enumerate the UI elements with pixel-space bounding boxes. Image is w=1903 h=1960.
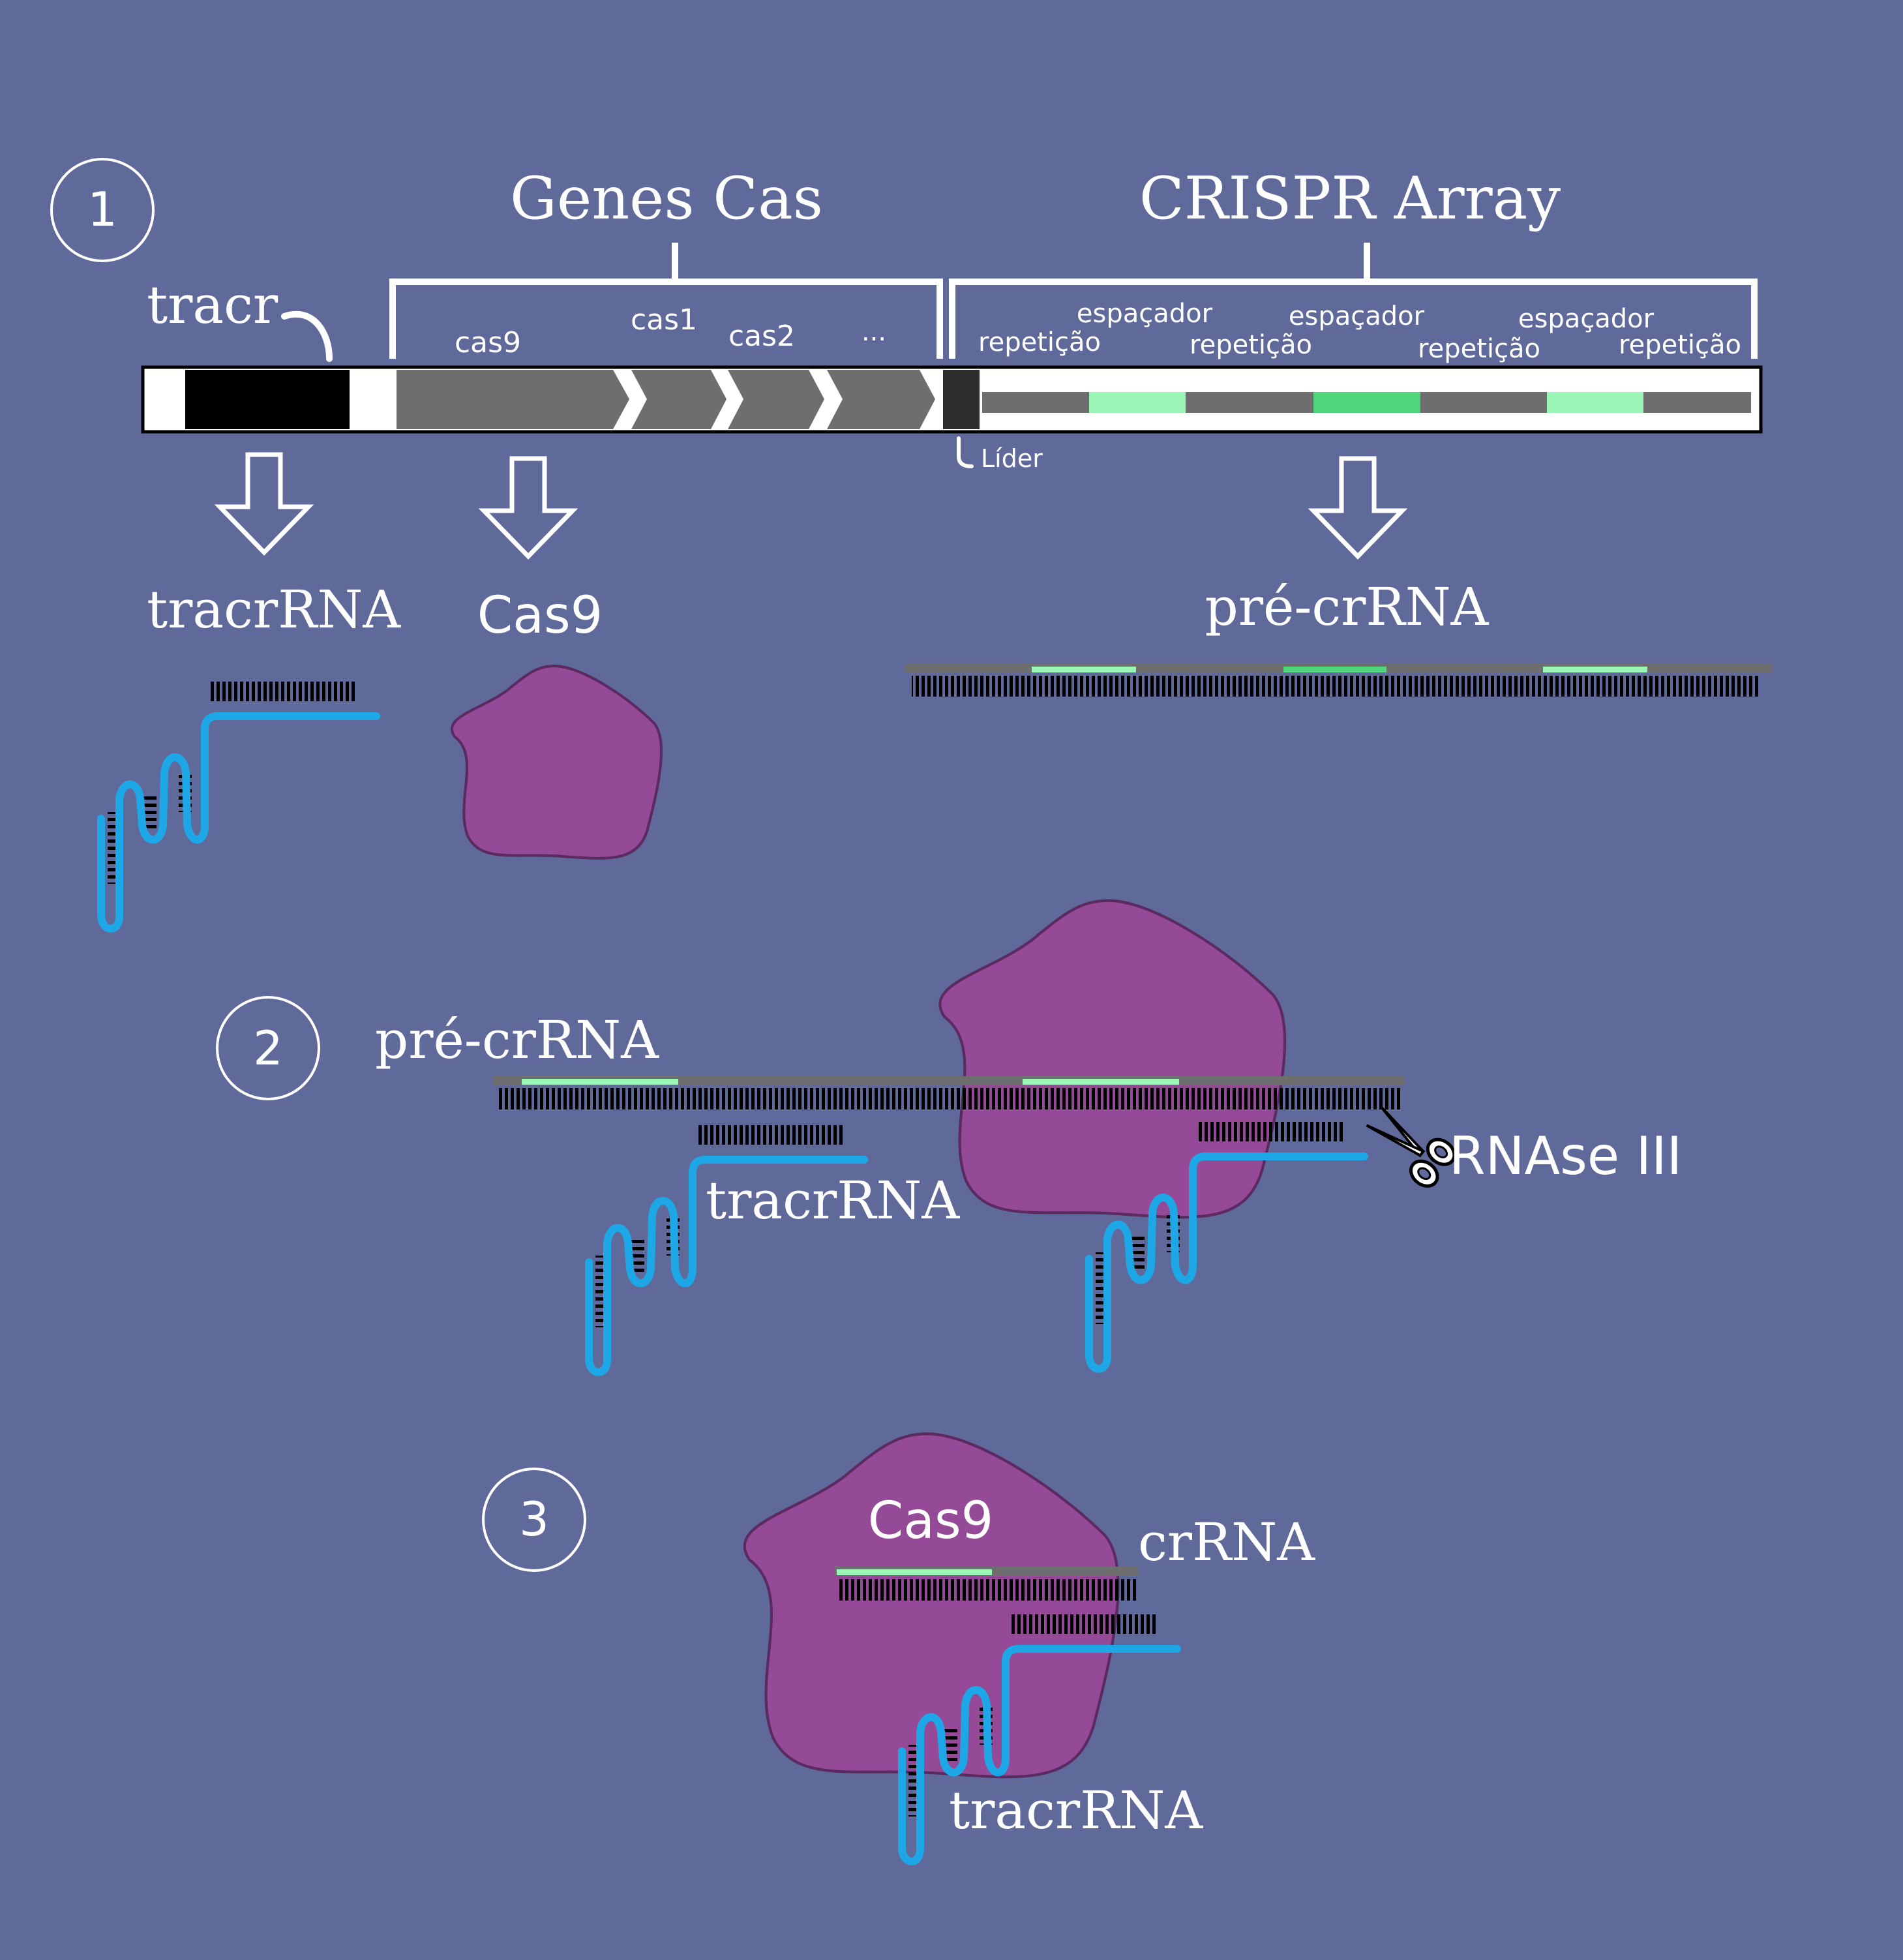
spacer-label-3: espaçador <box>1518 304 1655 334</box>
tracrrna-product-label: tracrRNA <box>147 579 401 640</box>
step-3: 3 <box>482 1468 586 1572</box>
tracrrna-molecule-step2 <box>589 1125 864 1372</box>
step-number-3: 3 <box>519 1492 549 1546</box>
crrna-label: crRNA <box>1138 1512 1315 1573</box>
tracr-gene-block <box>185 370 350 429</box>
step-2: 2 <box>216 996 320 1100</box>
precrrna-molecule-step2 <box>493 1076 1405 1109</box>
crispr-array-title: CRISPR Array <box>1139 164 1561 233</box>
array-repeat-3 <box>1420 392 1547 413</box>
repeat-label-4: repetição <box>1619 330 1741 360</box>
genes-cas-bracket <box>389 243 943 359</box>
cas9-label-step3: Cas9 <box>868 1492 994 1550</box>
tracrrna-molecule <box>101 682 376 929</box>
tracr-hook <box>281 310 333 362</box>
tracrrna-label-step3: tracrRNA <box>949 1780 1203 1841</box>
spacer-label-1: espaçador <box>1077 299 1213 329</box>
down-arrow-icon <box>1313 459 1402 556</box>
step-circle-1 <box>50 158 155 262</box>
cas1-gene <box>631 370 727 429</box>
repeat-label-1: repetição <box>978 327 1101 357</box>
gene-label-more: ... <box>862 317 886 347</box>
down-arrow-icon <box>220 455 308 552</box>
leader-label: Líder <box>981 444 1043 473</box>
array-repeat-4 <box>1643 392 1751 413</box>
array-spacer-1 <box>1089 392 1186 413</box>
tracrrna-label-step2: tracrRNA <box>706 1170 960 1231</box>
precrrna-product-label: pré-crRNA <box>1205 577 1490 637</box>
genes-cas-title: Genes Cas <box>510 164 823 233</box>
cas9-protein-step3 <box>745 1434 1118 1777</box>
cas9-protein <box>452 666 661 858</box>
gene-label-cas9: cas9 <box>455 326 521 359</box>
cas9-gene <box>397 370 629 429</box>
cas-more-gene <box>827 370 935 429</box>
precrrna-molecule <box>905 664 1773 697</box>
rnase-label: RNAse III <box>1449 1126 1682 1186</box>
spacer-block-left <box>350 370 395 429</box>
step-number-2: 2 <box>253 1021 283 1076</box>
array-spacer-2 <box>1313 392 1420 413</box>
down-arrow-icon <box>484 459 573 556</box>
array-repeat-2 <box>1186 392 1313 413</box>
spacer-label-2: espaçador <box>1289 301 1425 331</box>
step-number-1: 1 <box>87 182 117 237</box>
array-repeat-1 <box>982 392 1089 413</box>
leader-hook <box>957 436 974 468</box>
array-spacer-3 <box>1547 392 1643 413</box>
cas9-protein-step2 <box>940 901 1285 1218</box>
gene-label-cas2: cas2 <box>728 320 795 353</box>
crrna-molecule <box>835 1567 1139 1601</box>
step-1: 1 <box>50 158 155 262</box>
tracr-label: tracr <box>147 275 278 335</box>
cas2-gene <box>728 370 824 429</box>
leader-block <box>943 370 980 429</box>
genome-bar <box>141 365 1763 434</box>
step-circle-3 <box>482 1468 586 1572</box>
repeat-label-3: repetição <box>1418 334 1540 364</box>
scissors-icon <box>1366 1106 1456 1188</box>
cas9-product-label: Cas9 <box>477 586 603 645</box>
precrrna-label-step2: pré-crRNA <box>375 1010 659 1070</box>
step-circle-2 <box>216 996 320 1100</box>
gene-label-cas1: cas1 <box>631 303 697 337</box>
repeat-label-2: repetição <box>1190 330 1312 360</box>
crispr-array-bracket <box>949 243 1758 359</box>
